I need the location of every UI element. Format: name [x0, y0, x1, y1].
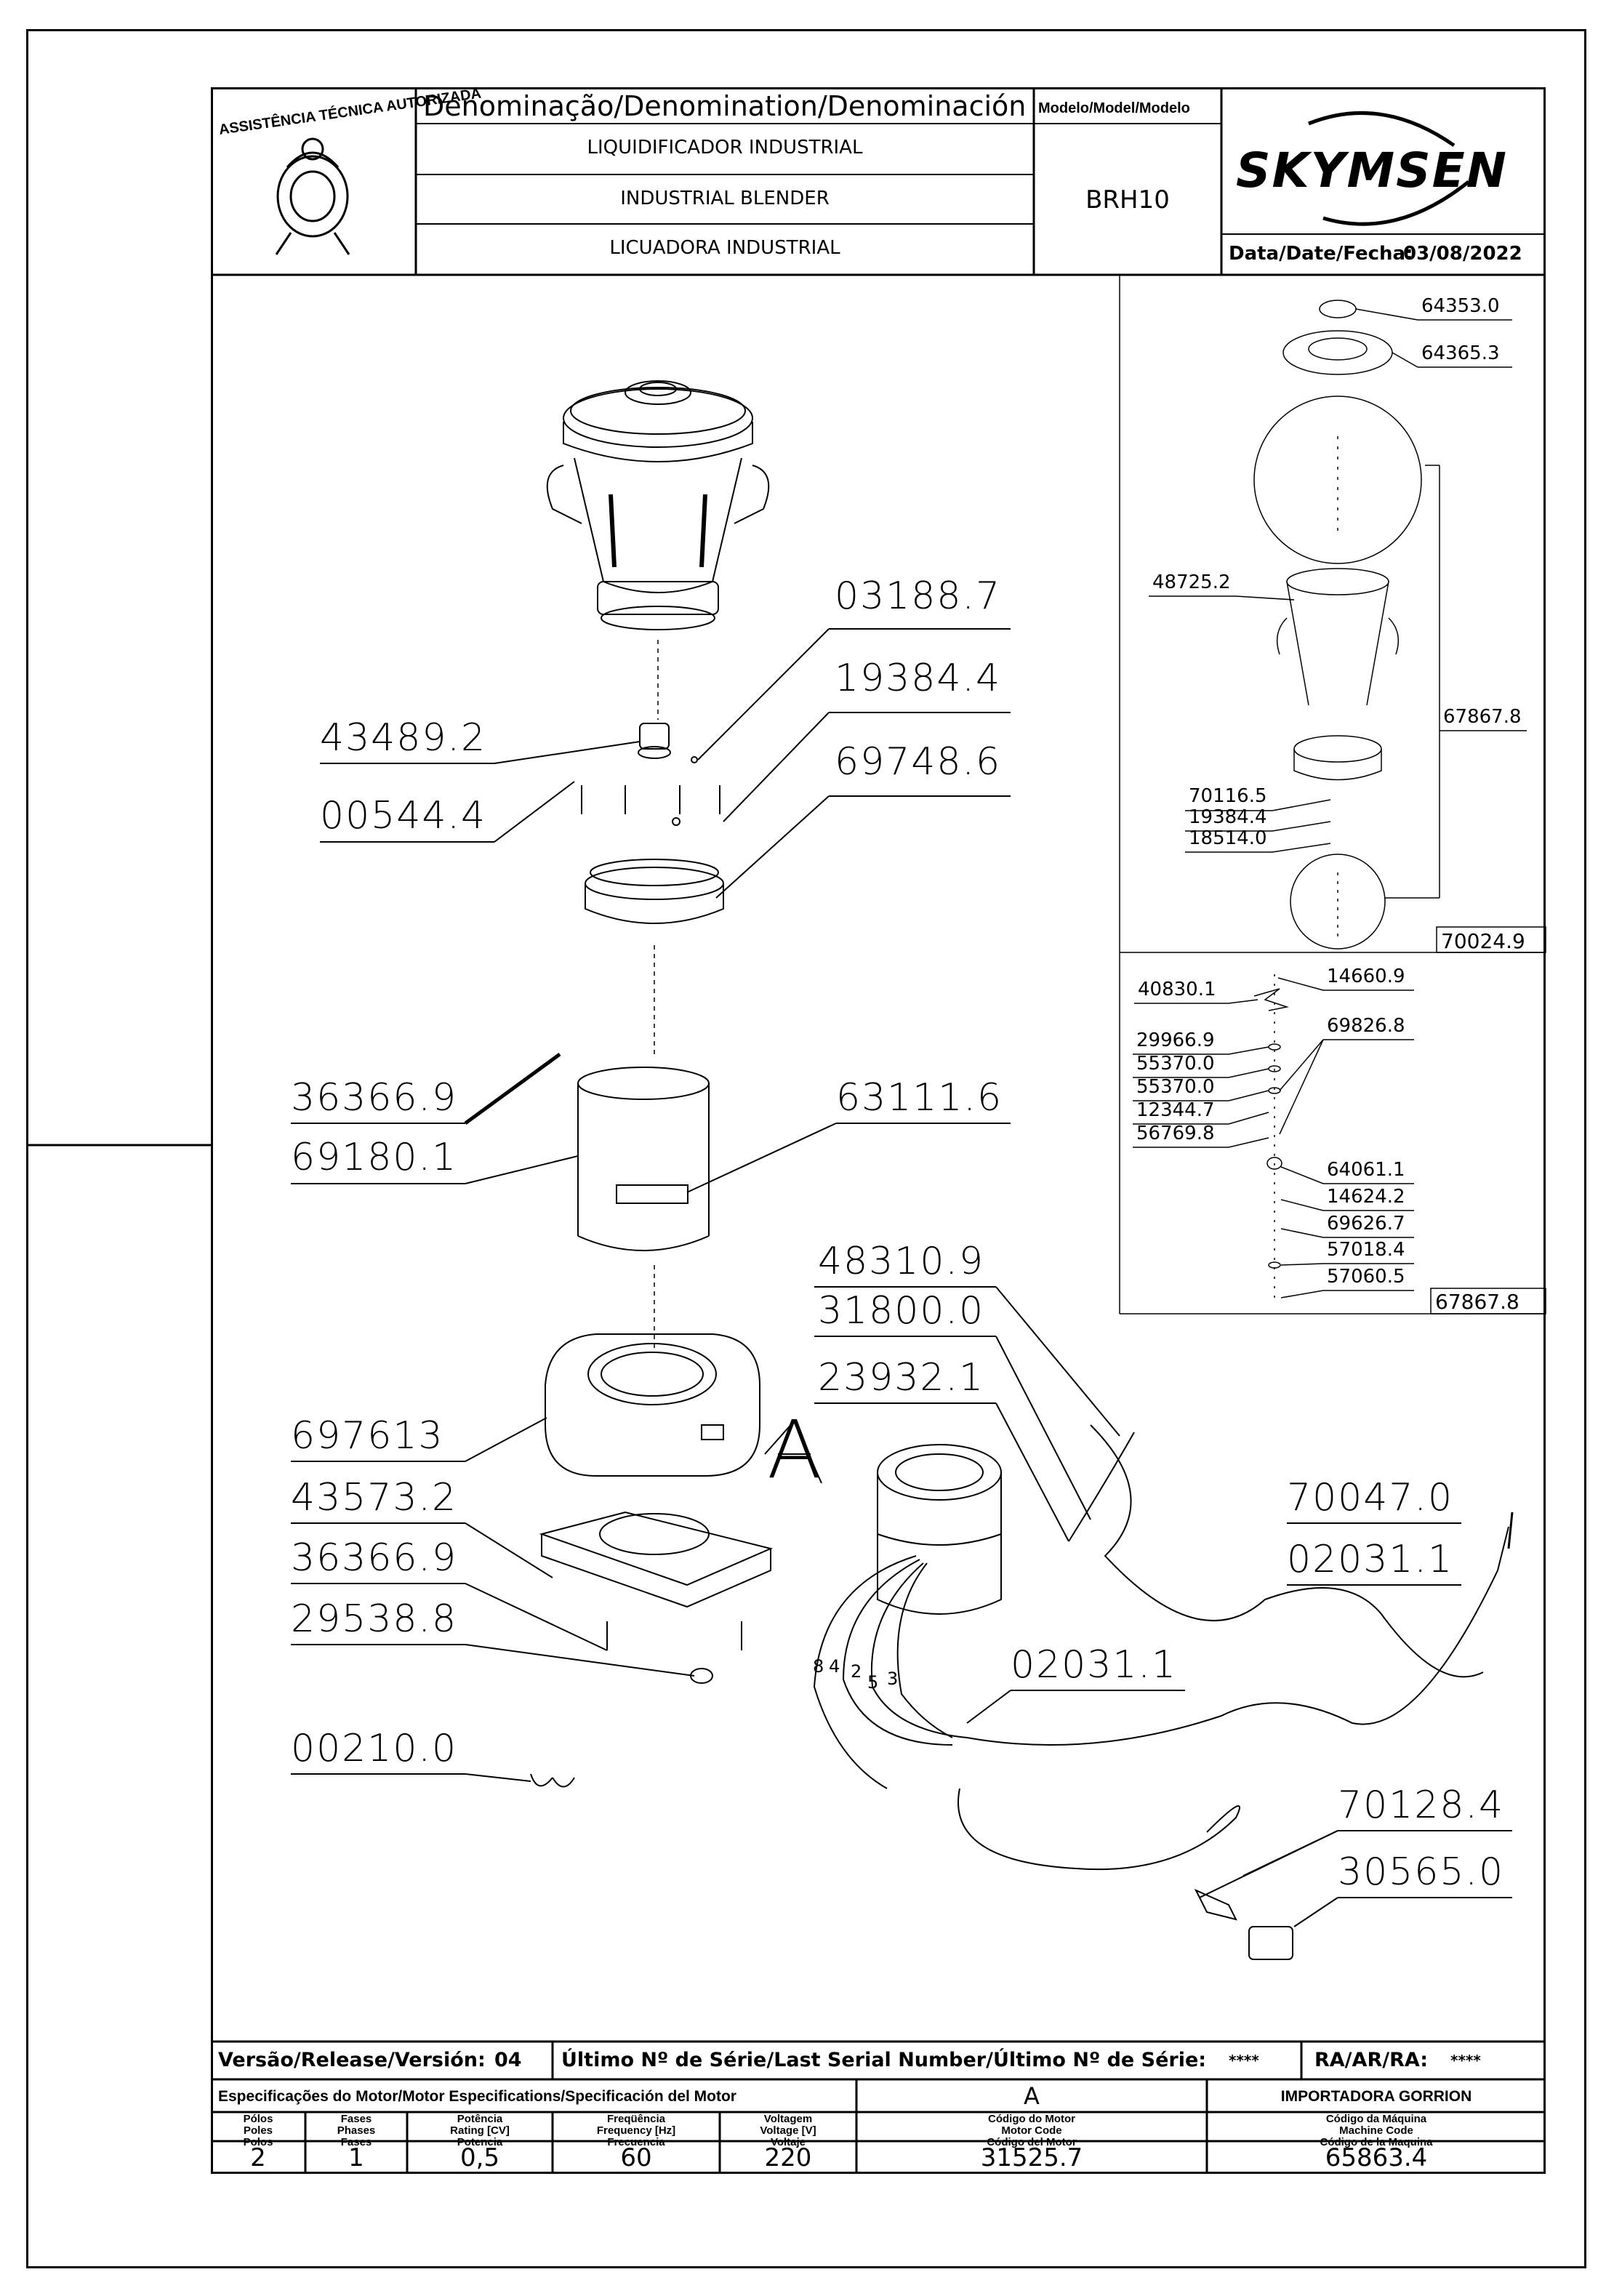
footer-grid	[211, 2040, 1546, 2174]
part-70047: 70047.0	[1287, 1476, 1454, 1520]
motor-spec-label: Especificações do Motor/Motor Especifica…	[218, 2088, 736, 2105]
val-motor-code: 31525.7	[980, 2143, 1083, 2172]
blade-part-69626: 69626.7	[1327, 1213, 1405, 1235]
motor-letter: A	[1024, 2082, 1040, 2110]
col-power: Potência Rating [CV] Potencia	[450, 2113, 510, 2148]
date-label: Data/Date/Fecha:	[1229, 243, 1413, 265]
blade-part-69826: 69826.8	[1327, 1015, 1405, 1037]
wire-number-2: 2	[851, 1661, 862, 1682]
jar-part-18514: 18514.0	[1189, 827, 1267, 849]
base-drawing	[530, 1333, 822, 1788]
jar-detail-drawing	[1253, 300, 1440, 950]
authorized-service-seal	[275, 137, 350, 255]
part-02031-right: 02031.1	[1287, 1538, 1454, 1581]
blade-part-14660: 14660.9	[1327, 966, 1405, 987]
jar-detail-box-label: 70024.9	[1441, 929, 1525, 953]
col-poles: Pólos Poles Polos	[243, 2113, 273, 2148]
version-value: 04	[494, 2049, 522, 2071]
col-voltage: Voltagem Voltage [V] Voltaje	[760, 2113, 816, 2148]
name-en: INDUSTRIAL BLENDER	[620, 188, 830, 209]
version-label: Versão/Release/Versión:	[218, 2049, 486, 2071]
coupling-and-plate-drawing	[581, 723, 724, 1054]
leader-lines	[291, 308, 1527, 1927]
importer-name: IMPORTADORA GORRION	[1280, 2088, 1472, 2105]
jar-part-67867: 67867.8	[1443, 706, 1522, 728]
blade-part-29966: 29966.9	[1136, 1029, 1215, 1051]
part-63111: 63111.6	[836, 1076, 1003, 1120]
part-69748: 69748.6	[835, 740, 1002, 784]
name-pt: LIQUIDIFICADOR INDUSTRIAL	[587, 137, 863, 158]
motor-drawing	[813, 1424, 1514, 1960]
part-29538: 29538.8	[291, 1597, 458, 1641]
ra-value: ****	[1450, 2052, 1481, 2069]
drawing-sheet-border	[26, 29, 1586, 2268]
blade-detail-drawing	[1253, 974, 1289, 1301]
wire-number-8: 8	[813, 1656, 824, 1677]
part-19384: 19384.4	[835, 657, 1002, 700]
blade-part-55370-a: 55370.0	[1136, 1053, 1215, 1075]
serial-value: ****	[1229, 2052, 1259, 2069]
blade-part-64061: 64061.1	[1327, 1159, 1405, 1181]
part-03188: 03188.7	[835, 574, 1002, 618]
part-697613: 697613	[291, 1414, 444, 1458]
part-43489: 43489.2	[320, 716, 487, 760]
val-voltage: 220	[764, 2143, 812, 2172]
jar-part-48725: 48725.2	[1152, 571, 1231, 593]
blender-jar-drawing	[546, 380, 770, 720]
skymsen-logo-swoosh	[1308, 111, 1470, 226]
ra-label: RA/AR/RA:	[1314, 2049, 1429, 2071]
blade-part-57018: 57018.4	[1327, 1239, 1405, 1261]
col-frequency: Freqüência Frequency [Hz] Frecuencia	[596, 2113, 676, 2148]
model-value: BRH10	[1085, 185, 1170, 214]
serial-label: Último Nº de Série/Last Serial Number/Úl…	[561, 2049, 1207, 2071]
val-machine-code: 65863.4	[1325, 2143, 1428, 2172]
part-48310: 48310.9	[818, 1240, 985, 1283]
part-31800: 31800.0	[818, 1289, 985, 1333]
val-power: 0,5	[459, 2143, 500, 2172]
part-70128: 70128.4	[1338, 1783, 1505, 1827]
col-motor-code: Código do Motor Motor Code Código del Mo…	[987, 2113, 1077, 2148]
part-30565: 30565.0	[1338, 1850, 1505, 1894]
denomination-title: Denominação/Denomination/Denominación	[423, 90, 1027, 122]
blade-part-57060: 57060.5	[1327, 1266, 1405, 1288]
detail-a-label: A	[767, 1403, 822, 1496]
drawing-frame	[211, 87, 1546, 2174]
jar-part-19384: 19384.4	[1189, 806, 1267, 828]
col-phases: Fases Phases Fases	[337, 2113, 376, 2148]
col-machine-code: Código da Máquina Machine Code Código de…	[1320, 2113, 1433, 2148]
wire-number-3: 3	[887, 1669, 899, 1689]
blade-part-55370-b: 55370.0	[1136, 1076, 1215, 1098]
part-43573: 43573.2	[291, 1476, 458, 1520]
blade-part-56769: 56769.8	[1136, 1123, 1215, 1144]
val-frequency: 60	[620, 2143, 652, 2172]
part-02031-center: 02031.1	[1011, 1643, 1178, 1687]
jar-part-70116: 70116.5	[1189, 785, 1267, 807]
part-00544: 00544.4	[320, 794, 487, 838]
blade-part-12344: 12344.7	[1136, 1099, 1215, 1121]
blade-part-14624: 14624.2	[1327, 1186, 1405, 1208]
val-phases: 1	[348, 2143, 364, 2172]
blade-part-40830: 40830.1	[1138, 979, 1216, 1000]
date-value: 03/08/2022	[1403, 243, 1522, 265]
wire-number-5: 5	[867, 1672, 879, 1693]
val-poles: 2	[250, 2143, 266, 2172]
part-00210: 00210.0	[291, 1727, 458, 1770]
part-36366-bottom: 36366.9	[291, 1536, 458, 1580]
part-69180: 69180.1	[291, 1136, 458, 1179]
wire-number-4: 4	[829, 1656, 840, 1677]
model-label: Modelo/Model/Modelo	[1038, 100, 1190, 116]
housing-cylinder-drawing	[577, 1067, 710, 1352]
jar-part-64353: 64353.0	[1421, 295, 1500, 317]
jar-part-64365: 64365.3	[1421, 342, 1500, 364]
part-23932: 23932.1	[818, 1356, 985, 1400]
blade-detail-box-label: 67867.8	[1435, 1290, 1519, 1314]
part-36366-top: 36366.9	[291, 1076, 458, 1120]
name-es: LICUADORA INDUSTRIAL	[609, 237, 840, 259]
brand-logo: SKYMSEN	[1236, 143, 1509, 198]
